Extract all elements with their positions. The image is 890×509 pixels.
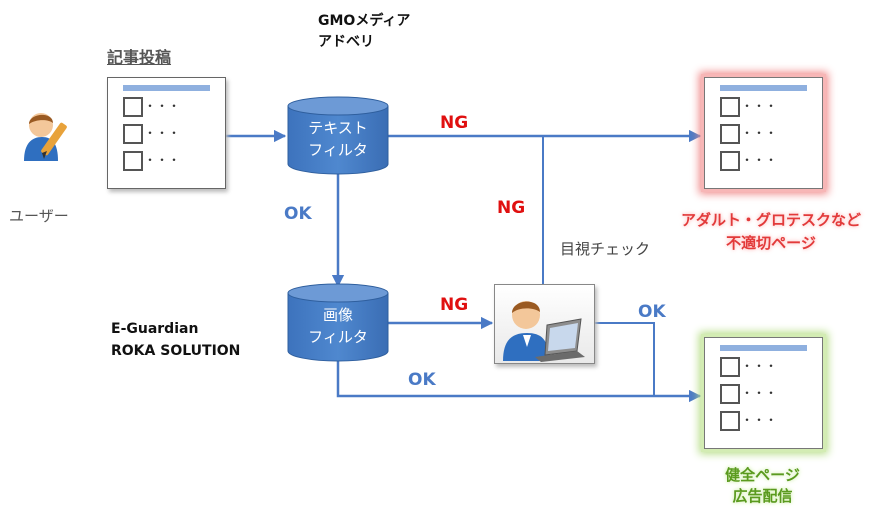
post-document: ・・・ ・・・ ・・・ [107, 77, 226, 189]
doc-dots: ・・・ [144, 99, 181, 113]
image-filter-database-icon [286, 283, 390, 363]
text-filter-provider-line2: アドベリ [318, 34, 374, 50]
doc-dots: ・・・ [741, 99, 778, 113]
rejected-page: ・・・ ・・・ ・・・ [704, 77, 823, 189]
edge-label-checker-ng: NG [497, 198, 526, 218]
doc-dots: ・・・ [144, 126, 181, 140]
line-checker-to-accepted [593, 322, 655, 396]
image-filter-label-line2: フィルタ [308, 328, 368, 346]
user-icon [20, 107, 70, 163]
edge-label-image-filter-ok: OK [408, 370, 436, 390]
rejected-label-line1: アダルト・グロテスクなど [680, 211, 861, 229]
image-filter-provider-line2: ROKA SOLUTION [111, 343, 241, 359]
user-label: ユーザー [9, 207, 69, 225]
doc-dots: ・・・ [741, 359, 778, 373]
rejected-label-line2: 不適切ページ [726, 234, 816, 252]
text-filter-provider-line1: GMOメディア [318, 13, 411, 29]
doc-dots: ・・・ [741, 413, 778, 427]
edge-label-text-filter-ok: OK [284, 204, 312, 224]
doc-dots: ・・・ [741, 386, 778, 400]
accepted-label-line1: 健全ページ [725, 466, 800, 484]
doc-dots: ・・・ [741, 126, 778, 140]
doc-dots: ・・・ [144, 153, 181, 167]
operator-icon [494, 284, 595, 364]
accepted-label-line2: 広告配信 [732, 487, 793, 505]
text-filter-label-line2: フィルタ [308, 141, 368, 159]
image-filter-provider-line1: E-Guardian [111, 321, 199, 337]
text-filter-database-icon [286, 96, 390, 176]
image-filter-label-line1: 画像 [322, 306, 353, 324]
edge-label-text-filter-ng: NG [440, 113, 469, 133]
doc-dots: ・・・ [741, 153, 778, 167]
text-filter-label-line1: テキスト [308, 119, 368, 137]
edge-label-image-filter-ng: NG [440, 295, 469, 315]
arrow-image-filter-to-accepted [336, 358, 702, 403]
post-label: 記事投稿 [107, 48, 172, 67]
accepted-page: ・・・ ・・・ ・・・ [704, 337, 823, 449]
edge-label-checker-ok: OK [638, 302, 666, 322]
checker-label: 目視チェック [560, 240, 651, 258]
